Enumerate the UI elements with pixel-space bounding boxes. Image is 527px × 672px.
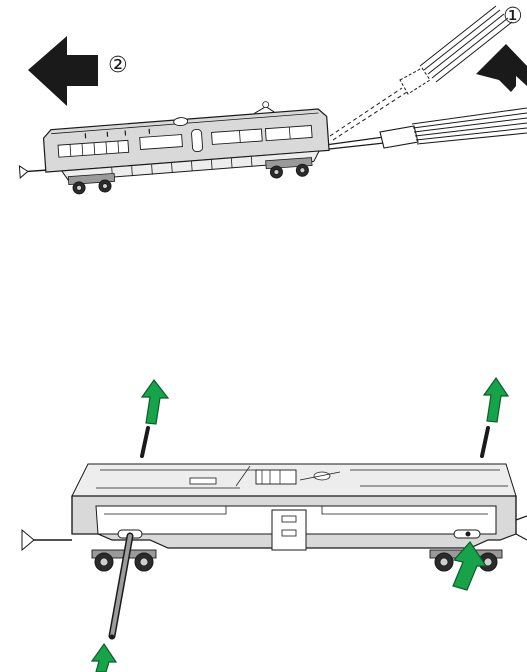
screwdriver-raised-icon: [329, 5, 513, 141]
slide-left-arrow-icon: [28, 36, 98, 106]
interior-detail: [96, 465, 508, 489]
train-car-top: [18, 101, 330, 195]
removed-pin-left: [140, 426, 150, 458]
green-arrow-up-icon: [482, 376, 510, 423]
step-1-label: ①: [503, 4, 523, 29]
removed-pin-right: [480, 426, 490, 458]
coupler-left: [21, 528, 72, 552]
top-scene: ② ①: [18, 4, 527, 195]
green-arrow-up-icon: [140, 378, 170, 425]
rear-bogie-icon: [265, 157, 313, 179]
front-bogie-icon: [67, 172, 116, 195]
green-arrow-up-icon: [452, 541, 488, 591]
step-2-label: ②: [108, 53, 128, 78]
lift-up-arrow-icon: [476, 44, 527, 92]
coupler-right: [515, 515, 527, 541]
roof-detail-icon: [84, 101, 275, 139]
push-rod-tool-icon: [108, 532, 134, 640]
bottom-scene: [21, 376, 527, 672]
train-car-bottom: [21, 463, 527, 572]
screwdriver-icon: [317, 107, 527, 151]
green-arrow-up-icon: [90, 642, 118, 672]
